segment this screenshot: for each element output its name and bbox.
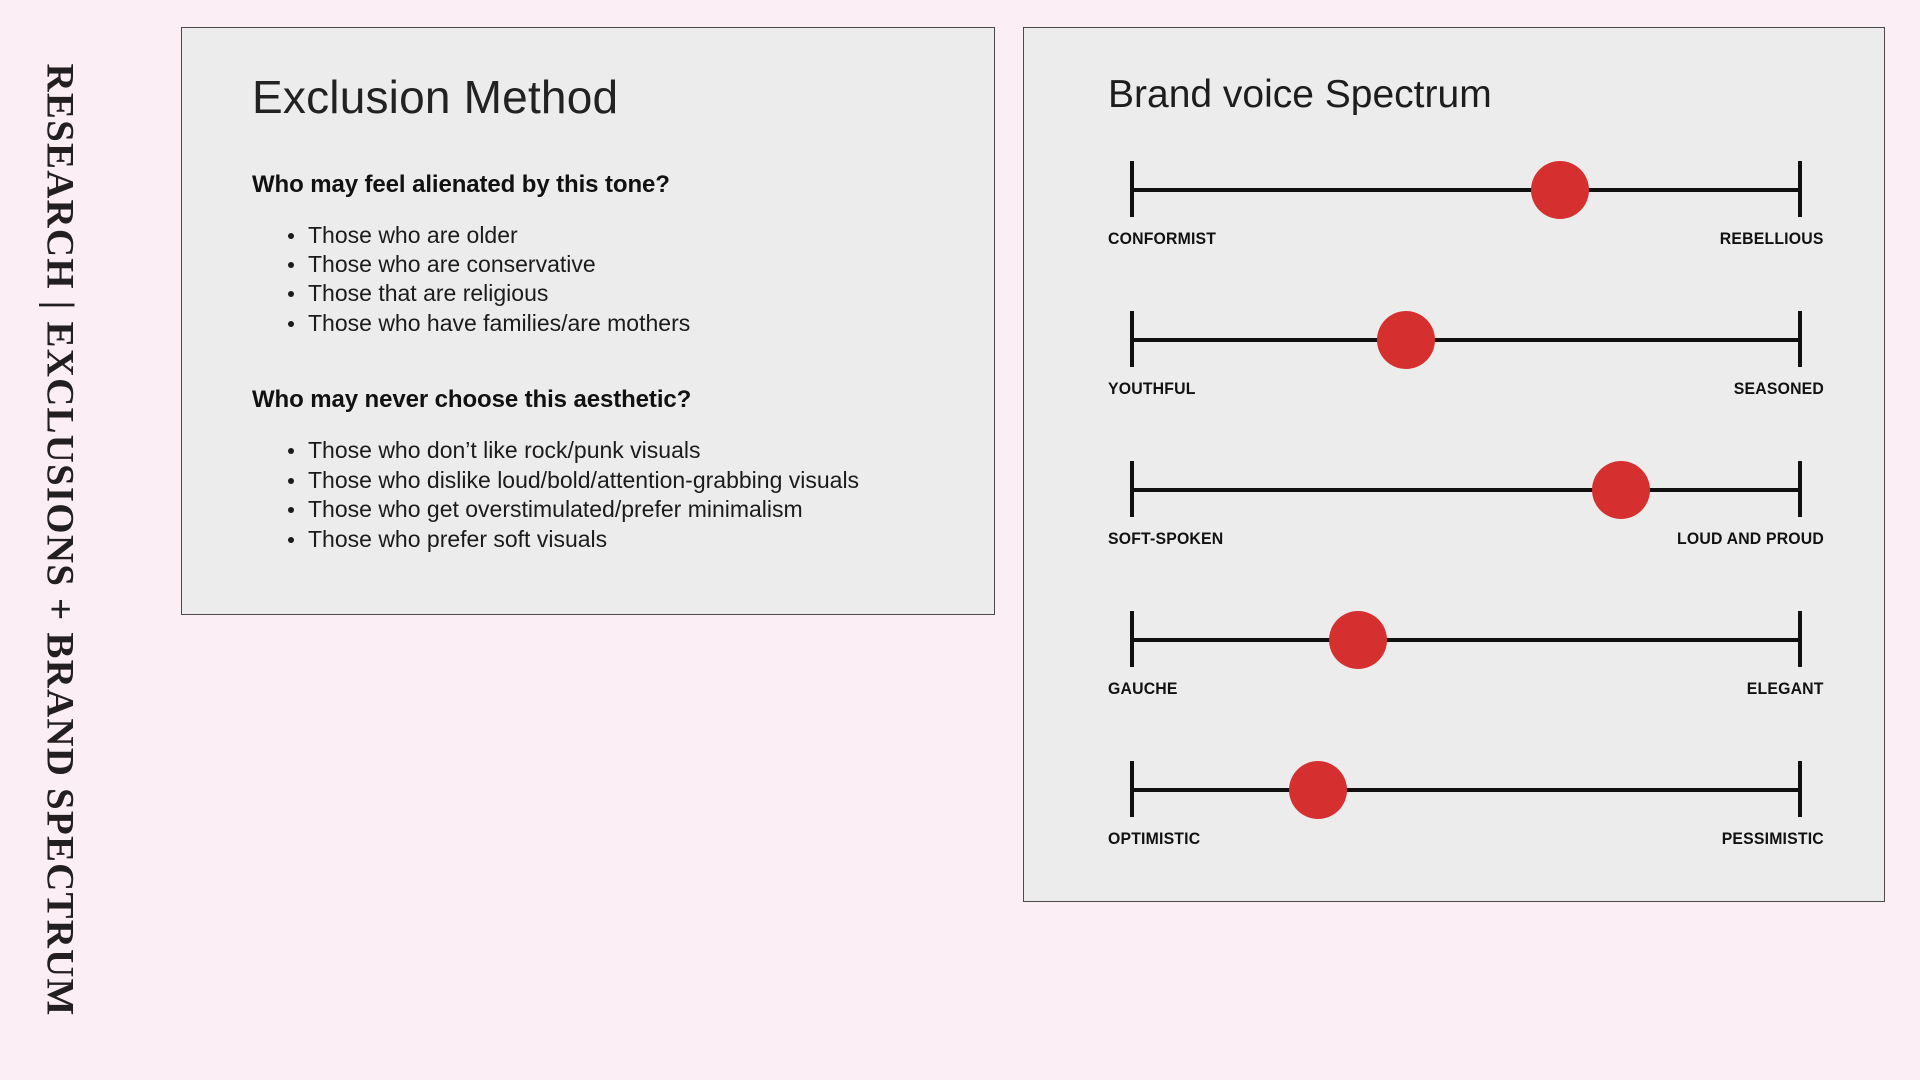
- deck-section-label: RESEARCH | EXCLUSIONS + BRAND SPECTRUM: [38, 63, 82, 1017]
- endpoint-label-left: CONFORMIST: [1108, 228, 1217, 248]
- question-heading-aesthetic: Who may never choose this aesthetic?: [252, 386, 692, 414]
- axis-cap-right-icon: [1798, 310, 1802, 367]
- spectrum-axis: [1130, 460, 1802, 519]
- spectrum-rows: CONFORMIST REBELLIOUS YOUTHFUL SEASONED: [1024, 160, 1884, 911]
- spectrum-row-conformist-rebellious: CONFORMIST REBELLIOUS: [1108, 160, 1824, 311]
- exclusion-method-title: Exclusion Method: [252, 71, 619, 123]
- endpoint-label-right: REBELLIOUS: [1720, 228, 1824, 248]
- endpoint-label-left: YOUTHFUL: [1108, 378, 1196, 398]
- spectrum-marker-dot[interactable]: [1531, 160, 1590, 219]
- axis-line: [1130, 637, 1802, 642]
- endpoint-label-left: SOFT-SPOKEN: [1108, 528, 1224, 548]
- endpoint-label-right: PESSIMISTIC: [1721, 828, 1824, 848]
- spectrum-axis: [1130, 160, 1802, 219]
- spectrum-marker-dot[interactable]: [1289, 760, 1348, 819]
- list-item: Those who have families/are mothers: [286, 309, 938, 338]
- spectrum-row-optimistic-pessimistic: OPTIMISTIC PESSIMISTIC: [1108, 760, 1824, 911]
- list-item: Those who prefer soft visuals: [286, 525, 938, 554]
- axis-line: [1130, 487, 1802, 492]
- axis-line: [1130, 337, 1802, 342]
- spectrum-endpoints: YOUTHFUL SEASONED: [1108, 379, 1824, 401]
- alienated-list: Those who are older Those who are conser…: [238, 221, 938, 339]
- axis-cap-right-icon: [1798, 760, 1802, 817]
- list-item: Those who get overstimulated/prefer mini…: [286, 495, 938, 524]
- endpoint-label-left: GAUCHE: [1108, 678, 1178, 698]
- axis-cap-right-icon: [1798, 460, 1802, 517]
- list-item: Those who are conservative: [286, 250, 938, 279]
- axis-line: [1130, 187, 1802, 192]
- endpoint-label-left: OPTIMISTIC: [1108, 828, 1201, 848]
- list-item: Those who dislike loud/bold/attention-gr…: [286, 466, 938, 495]
- spectrum-endpoints: SOFT-SPOKEN LOUD AND PROUD: [1108, 529, 1824, 551]
- spectrum-row-gauche-elegant: GAUCHE ELEGANT: [1108, 610, 1824, 761]
- spectrum-marker-dot[interactable]: [1329, 610, 1388, 669]
- endpoint-label-right: LOUD AND PROUD: [1677, 528, 1824, 548]
- spectrum-endpoints: OPTIMISTIC PESSIMISTIC: [1108, 829, 1824, 851]
- spectrum-axis: [1130, 310, 1802, 369]
- list-item: Those that are religious: [286, 279, 938, 308]
- spectrum-row-softspoken-loudandproud: SOFT-SPOKEN LOUD AND PROUD: [1108, 460, 1824, 611]
- endpoint-label-right: ELEGANT: [1747, 678, 1824, 698]
- aesthetic-list: Those who don’t like rock/punk visuals T…: [238, 436, 938, 554]
- axis-cap-right-icon: [1798, 160, 1802, 217]
- side-label-container: RESEARCH | EXCLUSIONS + BRAND SPECTRUM: [0, 0, 120, 1080]
- spectrum-endpoints: GAUCHE ELEGANT: [1108, 679, 1824, 701]
- list-item: Those who don’t like rock/punk visuals: [286, 436, 938, 465]
- spectrum-marker-dot[interactable]: [1591, 460, 1650, 519]
- spectrum-marker-dot[interactable]: [1376, 310, 1435, 369]
- axis-cap-right-icon: [1798, 610, 1802, 667]
- exclusion-method-card: Exclusion Method Who may feel alienated …: [181, 27, 995, 615]
- question-heading-alienated: Who may feel alienated by this tone?: [252, 170, 670, 198]
- spectrum-axis: [1130, 610, 1802, 669]
- axis-line: [1130, 787, 1802, 792]
- spectrum-axis: [1130, 760, 1802, 819]
- endpoint-label-right: SEASONED: [1733, 378, 1824, 398]
- spectrum-row-youthful-seasoned: YOUTHFUL SEASONED: [1108, 310, 1824, 461]
- brand-voice-spectrum-title: Brand voice Spectrum: [1108, 73, 1492, 116]
- spectrum-endpoints: CONFORMIST REBELLIOUS: [1108, 229, 1824, 251]
- list-item: Those who are older: [286, 221, 938, 250]
- brand-voice-spectrum-card: Brand voice Spectrum CONFORMIST REBELLIO…: [1023, 27, 1885, 902]
